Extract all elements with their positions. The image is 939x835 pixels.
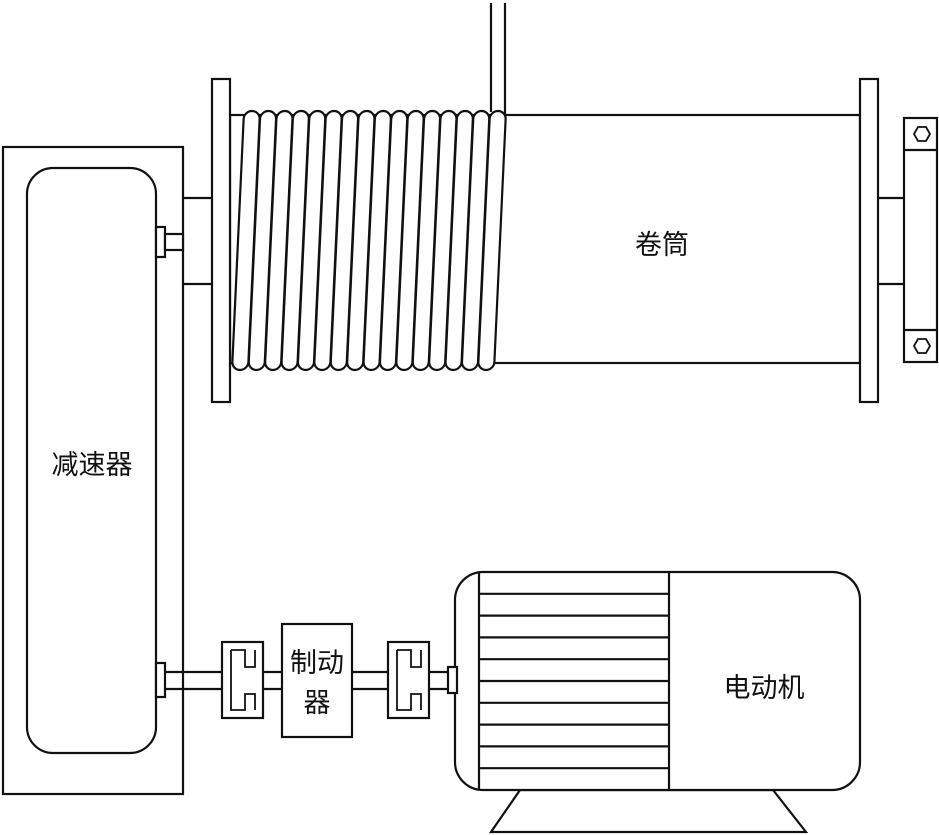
motor-label: 电动机: [724, 673, 805, 704]
rope-coil: [477, 109, 507, 372]
hex-bolt-icon: [912, 126, 932, 142]
reducer-upper-boss: [163, 232, 185, 252]
motor-cooling-fins: [479, 592, 669, 770]
rope-coils: [231, 109, 507, 372]
drive-shaft: [165, 670, 448, 691]
coupling-right: [386, 640, 431, 720]
motor-base: [488, 788, 809, 834]
hex-bolt-icon: [912, 338, 932, 354]
drum-label: 卷筒: [635, 230, 689, 261]
reducer-inner-frame: [25, 166, 158, 755]
brake-label-line2: 器: [304, 688, 331, 719]
drum-right-flange: [858, 77, 880, 404]
reducer: 减速器: [1, 145, 185, 796]
motor-shaft-stub: [446, 665, 459, 695]
brake-box: [280, 622, 354, 739]
reducer-label: 减速器: [52, 450, 133, 481]
drum: 卷筒: [210, 3, 880, 404]
drum-shaft-left: [183, 196, 212, 286]
brake-label-line1: 制动: [290, 648, 344, 679]
reducer-upper-stub: [154, 225, 167, 259]
brake: 制动 器: [280, 622, 354, 739]
coupling-left: [220, 640, 265, 720]
reducer-lower-stub: [154, 661, 167, 699]
bearing-block: [878, 116, 939, 364]
drum-left-flange: [210, 77, 232, 404]
motor: 电动机: [446, 570, 862, 834]
bearing-housing: [902, 116, 939, 364]
